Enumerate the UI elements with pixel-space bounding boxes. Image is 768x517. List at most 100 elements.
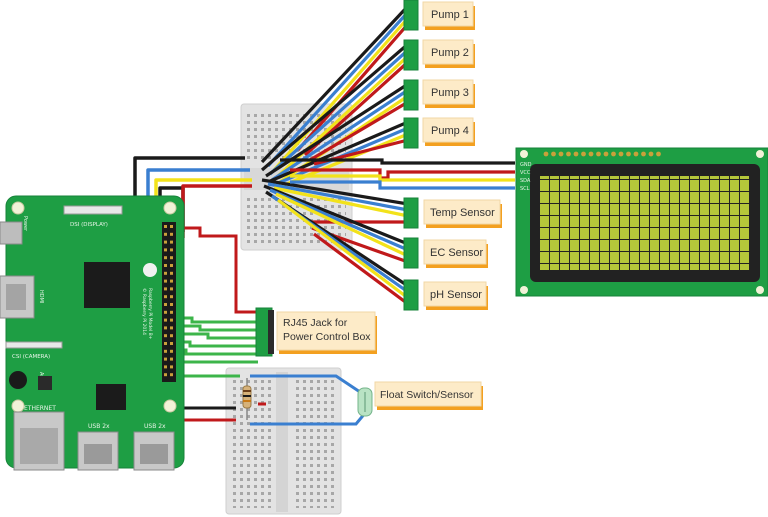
- rj45-label-line1: RJ45 Jack for: [283, 317, 348, 329]
- label-rj45: RJ45 Jack for Power Control Box: [276, 311, 377, 354]
- hdmi-label: HDMI: [38, 290, 44, 303]
- rj45-label-line2: Power Control Box: [283, 331, 371, 343]
- gpio-pin: [164, 334, 167, 338]
- gpio-pin: [164, 287, 167, 291]
- gpio-pin: [164, 303, 167, 306]
- gpio-pin: [170, 326, 173, 330]
- gpio-pin: [164, 225, 167, 228]
- float-switch: [357, 387, 373, 417]
- gpio-pin: [164, 349, 167, 353]
- pump-4-label: Pump 4: [431, 125, 469, 137]
- gpio-pin: [170, 279, 173, 283]
- lcd-pin-gnd: GND: [520, 162, 532, 168]
- gpio-pins: [164, 225, 173, 377]
- gpio-pin: [164, 271, 167, 275]
- label-pump-1: Pump 1: [422, 1, 475, 30]
- gpio-pin: [164, 295, 167, 299]
- gpio-pin: [170, 342, 173, 345]
- ph-sensor-label: pH Sensor: [430, 289, 482, 301]
- gpio-pin: [170, 365, 173, 369]
- lcd-header-pin: [603, 151, 609, 157]
- gpio-pin: [164, 279, 167, 283]
- lcd-pin-scl: SCL: [520, 186, 530, 192]
- gpio-pin: [170, 264, 173, 267]
- lcd-header-pin: [641, 151, 646, 157]
- gpio-pin: [164, 357, 167, 361]
- gpio-pin: [170, 248, 173, 252]
- resistor: [242, 378, 252, 420]
- lcd-header-pin: [618, 151, 624, 157]
- lcd-header-pin: [551, 151, 556, 157]
- raspberry-logo-icon: [143, 263, 157, 277]
- gpio-pin: [170, 232, 173, 236]
- gpio-pin: [164, 318, 167, 322]
- lcd-header-pin: [656, 151, 661, 157]
- bottom-breadboard: [225, 367, 342, 515]
- gpio-pin: [170, 271, 173, 275]
- label-pump-2: Pump 2: [422, 39, 475, 68]
- pump-1-label: Pump 1: [431, 9, 469, 21]
- label-pump-4: Pump 4: [422, 117, 475, 146]
- gpio-pin: [164, 326, 167, 330]
- float-switch-label: Float Switch/Sensor: [380, 389, 474, 401]
- gpio-pin: [170, 225, 173, 228]
- dsi-label: DSI (DISPLAY): [70, 222, 108, 228]
- gpio-pin: [164, 240, 167, 244]
- lcd-header-pin: [573, 151, 579, 157]
- gpio-pin: [170, 310, 173, 314]
- lcd-header-pin: [543, 151, 549, 157]
- gpio-pin: [170, 303, 173, 306]
- rj45-breakout: [255, 307, 274, 357]
- lcd-header-pin: [558, 151, 564, 157]
- gpio-pin: [164, 373, 167, 377]
- label-ec-sensor: EC Sensor: [423, 239, 488, 268]
- lcd-module: GND VCC SDA SCL: [515, 147, 768, 297]
- lcd-header-pin: [633, 151, 639, 157]
- sensor-connectors: [403, 197, 419, 311]
- usb1-label: USB 2x: [88, 423, 110, 430]
- lcd-header-pin: [596, 151, 601, 157]
- temp-sensor-label: Temp Sensor: [430, 207, 495, 219]
- model-label-2: © Raspberry Pi 2014: [141, 288, 148, 335]
- lcd-header-pin: [626, 151, 631, 157]
- lcd-pin-sda: SDA: [520, 178, 531, 184]
- pump-2-label: Pump 2: [431, 47, 469, 59]
- lcd-pin-vcc: VCC: [520, 170, 531, 176]
- lcd-header-pin: [588, 151, 594, 157]
- wires-to-rj45: [176, 316, 258, 364]
- gpio-pin: [170, 357, 173, 361]
- gpio-pin: [170, 240, 173, 244]
- gpio-pin: [164, 248, 167, 252]
- gpio-pin: [170, 318, 173, 322]
- pump-3-label: Pump 3: [431, 87, 469, 99]
- gpio-pin: [164, 232, 167, 236]
- label-pump-3: Pump 3: [422, 79, 475, 108]
- gpio-pin: [164, 365, 167, 369]
- ethernet-label: ETHERNET: [24, 405, 56, 412]
- raspberry-pi-board: DSI (DISPLAY) Power HDMI Raspberry Pi Mo…: [0, 195, 185, 471]
- wires-to-lcd: [280, 158, 515, 190]
- gpio-pin: [170, 256, 173, 260]
- wires-to-sensors: [261, 178, 409, 306]
- gpio-pin: [170, 373, 173, 377]
- lcd-header-pin: [648, 151, 654, 157]
- lcd-header-pin: [611, 151, 616, 157]
- label-float-switch: Float Switch/Sensor: [374, 381, 483, 410]
- usb2-label: USB 2x: [144, 423, 166, 430]
- gpio-pin: [170, 287, 173, 291]
- gpio-pin: [164, 310, 167, 314]
- lcd-header-pin: [581, 151, 586, 157]
- ec-sensor-label: EC Sensor: [430, 247, 484, 259]
- gpio-pin: [170, 334, 173, 338]
- csi-label: CSI (CAMERA): [12, 354, 50, 360]
- label-temp-sensor: Temp Sensor: [423, 199, 502, 228]
- model-label-1: Raspberry Pi Model B+: [147, 288, 153, 340]
- gpio-pin: [164, 264, 167, 267]
- gpio-pin: [170, 349, 173, 353]
- gpio-pin: [170, 295, 173, 299]
- gpio-pin: [164, 342, 167, 345]
- pump-connectors: [403, 0, 419, 149]
- power-label: Power: [22, 216, 28, 232]
- lcd-header-pin: [566, 151, 571, 157]
